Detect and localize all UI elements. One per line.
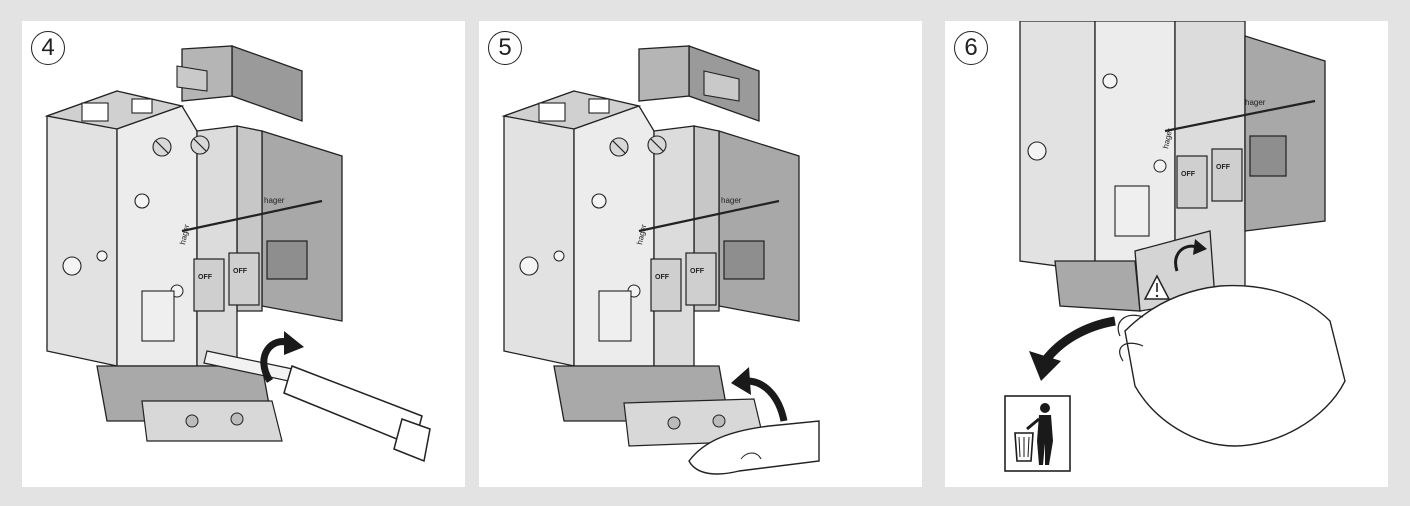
hand-icon — [688, 420, 820, 475]
step-panel-5: 5 hager hager OFF OFF — [479, 21, 922, 487]
breaker-illustration: hager hager OFF OFF — [44, 45, 431, 463]
step-number-badge: 4 — [31, 31, 65, 65]
brand-label: hager — [721, 196, 742, 205]
breaker-illustration: hager hager OFF OFF — [501, 45, 820, 475]
switch-off-label: OFF — [655, 274, 670, 281]
hand-icon — [1117, 284, 1346, 447]
step-number-badge: 5 — [488, 31, 522, 65]
switch-off-label: OFF — [1181, 171, 1196, 178]
brand-label: hager — [1245, 98, 1266, 107]
brand-label: hager — [264, 196, 285, 205]
switch-off-label: OFF — [1216, 164, 1231, 171]
brand-label: hager — [1161, 127, 1174, 149]
warning-triangle-icon — [1143, 274, 1171, 300]
switch-off-label: OFF — [198, 274, 213, 281]
screwdriver-icon — [203, 350, 431, 463]
step-number-badge: 6 — [954, 31, 988, 65]
rotate-arrow-icon — [260, 331, 304, 383]
step-panel-4: 4 hager hager OFF OFF — [22, 21, 465, 487]
dispose-bin-icon — [1004, 395, 1071, 472]
brand-label: hager — [178, 223, 191, 245]
switch-off-label: OFF — [233, 268, 248, 275]
breaker-illustration: hager hager OFF OFF — [1004, 21, 1346, 472]
curved-arrow-icon — [731, 367, 788, 422]
brand-label: hager — [635, 223, 648, 245]
switch-off-label: OFF — [690, 268, 705, 275]
rotate-arrow-icon — [1174, 239, 1207, 272]
curved-arrow-icon — [1029, 316, 1116, 381]
step-panel-6: 6 hager hager OFF OFF — [945, 21, 1388, 487]
